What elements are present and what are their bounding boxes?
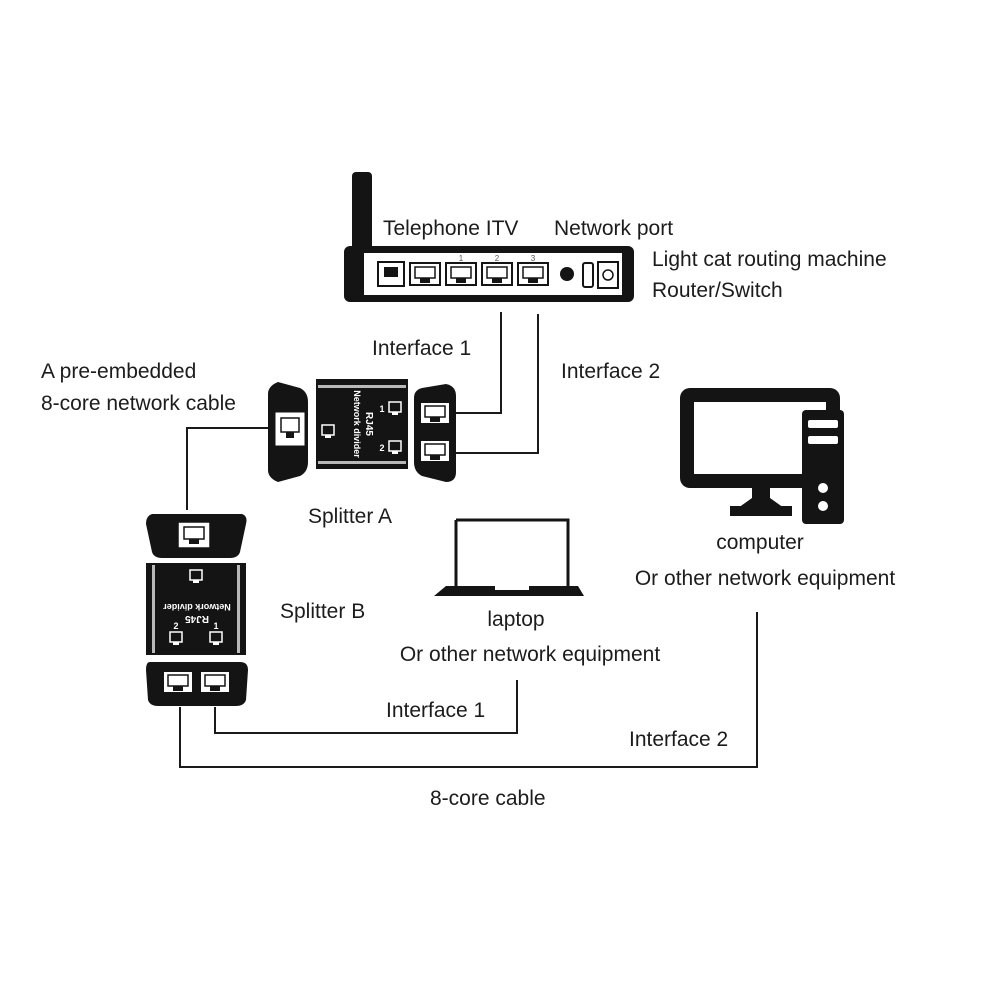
splitter-a-port-label: 2 bbox=[379, 443, 384, 453]
router-telephone-itv-label: Telephone ITV bbox=[383, 217, 519, 240]
router-power-jack bbox=[597, 261, 619, 289]
splitter-b-port-label: 1 bbox=[213, 621, 218, 631]
splitter-a-output-port bbox=[419, 401, 451, 425]
bottom-interface-2-label: Interface 2 bbox=[629, 728, 729, 751]
router-port-number: 2 bbox=[495, 254, 500, 263]
splitter-b-output-port bbox=[162, 670, 194, 694]
preembedded-cable-line bbox=[186, 427, 269, 510]
splitter-a-text-2: Network divider bbox=[352, 390, 362, 458]
router-network-port-label: Network port bbox=[554, 217, 674, 240]
router: 1 2 3 bbox=[344, 172, 634, 302]
router-port-number: 1 bbox=[459, 254, 464, 263]
router-lan-port bbox=[481, 262, 513, 286]
splitter-a-output-port bbox=[419, 439, 451, 463]
router-interface-1-line bbox=[455, 312, 502, 414]
router-interface-1-label: Interface 1 bbox=[372, 337, 472, 360]
splitter-b-output-port bbox=[199, 670, 231, 694]
router-lan-port bbox=[445, 262, 477, 286]
splitter-b-bottom-cap bbox=[146, 662, 248, 706]
splitter-b-port-label: 2 bbox=[173, 621, 178, 631]
laptop-sublabel: Or other network equipment bbox=[399, 643, 661, 666]
bottom-interface-2-line bbox=[179, 612, 758, 768]
laptop-label: laptop bbox=[487, 608, 545, 631]
preembedded-cable-label-2: 8-core network cable bbox=[41, 392, 236, 415]
router-lan-port bbox=[517, 262, 549, 286]
router-switch bbox=[582, 262, 594, 288]
laptop-icon bbox=[434, 518, 584, 596]
computer-sublabel: Or other network equipment bbox=[634, 567, 896, 590]
preembedded-cable-label-1: A pre-embedded bbox=[41, 360, 197, 383]
cable-label: 8-core cable bbox=[430, 787, 546, 810]
bottom-interface-1-label: Interface 1 bbox=[386, 699, 486, 722]
splitter-b-body bbox=[146, 563, 246, 655]
router-interface-2-label: Interface 2 bbox=[561, 360, 661, 383]
splitter-a-port-label: 1 bbox=[379, 404, 384, 414]
router-name-line-1: Light cat routing machine bbox=[652, 248, 887, 271]
splitter-b-label: Splitter B bbox=[280, 600, 366, 623]
splitter-a-text-1: RJ45 bbox=[363, 412, 374, 436]
computer-icon bbox=[680, 388, 844, 524]
router-interface-2-line bbox=[455, 314, 539, 454]
router-power-button bbox=[560, 267, 574, 281]
splitter-a: RJ45 Network divider 1 2 bbox=[268, 379, 456, 482]
connection-lines bbox=[179, 312, 758, 768]
router-port-number: 3 bbox=[531, 254, 536, 263]
splitter-b-text-1: RJ45 bbox=[185, 613, 209, 624]
splitter-a-label: Splitter A bbox=[308, 505, 393, 528]
splitter-b: RJ45 Network divider 2 1 bbox=[146, 514, 248, 706]
computer-label: computer bbox=[716, 531, 804, 554]
bottom-interface-1-line bbox=[214, 680, 518, 734]
router-name-line-2: Router/Switch bbox=[652, 279, 783, 302]
router-lan-port bbox=[409, 262, 441, 286]
splitter-b-text-2: Network divider bbox=[163, 602, 231, 612]
splitter-a-right-cap bbox=[414, 384, 456, 482]
